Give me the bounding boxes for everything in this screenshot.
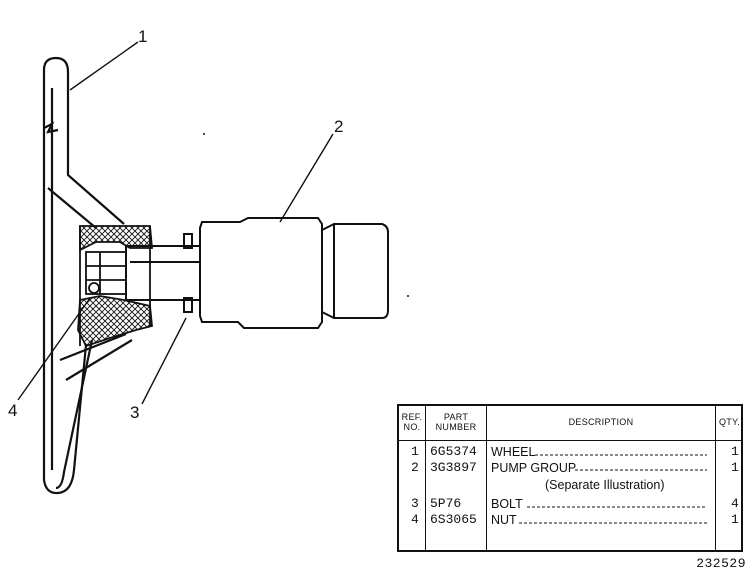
header-ref-line1: REF. xyxy=(401,412,423,422)
dash-leaders xyxy=(519,454,707,524)
row-1-ref: 1 xyxy=(411,444,419,459)
row-1-description: WHEEL xyxy=(491,445,536,459)
pump-group-drawing xyxy=(125,217,389,329)
row-3-description: BOLT xyxy=(491,497,523,511)
nut-drawing xyxy=(85,251,127,295)
wheel-drawing xyxy=(42,56,133,495)
row-3-ref: 3 xyxy=(411,496,419,511)
header-part-line1: PART xyxy=(443,412,469,422)
row-4-ref: 4 xyxy=(411,512,419,527)
header-part-line2: NUMBER xyxy=(435,422,477,432)
header-ref-line2: NO. xyxy=(403,422,421,432)
row-3-qty: 4 xyxy=(731,496,739,511)
callout-1: 1 xyxy=(138,27,148,46)
row-4-qty: 1 xyxy=(731,512,739,527)
callout-4: 4 xyxy=(8,401,18,420)
row-1-qty: 1 xyxy=(731,444,739,459)
row-3-part: 5P76 xyxy=(430,496,462,511)
callout-2: 2 xyxy=(334,117,344,136)
row-1-part: 6G5374 xyxy=(430,444,477,459)
header-part-number: PART NUMBER xyxy=(426,412,486,432)
row-2-description: PUMP GROUP xyxy=(491,461,577,475)
row-2-part: 3G3897 xyxy=(430,460,477,475)
illustration-number: 232529 xyxy=(696,556,746,571)
row-4-part: 6S3065 xyxy=(430,512,477,527)
row-2-qty: 1 xyxy=(731,460,739,475)
parts-table: REF. NO. PART NUMBER DESCRIPTION QTY. 1 … xyxy=(397,404,743,552)
specks xyxy=(203,133,409,297)
header-qty: QTY. xyxy=(718,417,741,427)
header-description: DESCRIPTION xyxy=(568,417,634,427)
leader-lines xyxy=(17,41,334,405)
wheel-hub xyxy=(77,225,153,348)
callout-3: 3 xyxy=(130,403,140,422)
row-4-description: NUT xyxy=(491,513,517,527)
row-2-subtext: (Separate Illustration) xyxy=(545,478,665,492)
row-2-ref: 2 xyxy=(411,460,419,475)
header-ref-no: REF. NO. xyxy=(399,412,425,432)
